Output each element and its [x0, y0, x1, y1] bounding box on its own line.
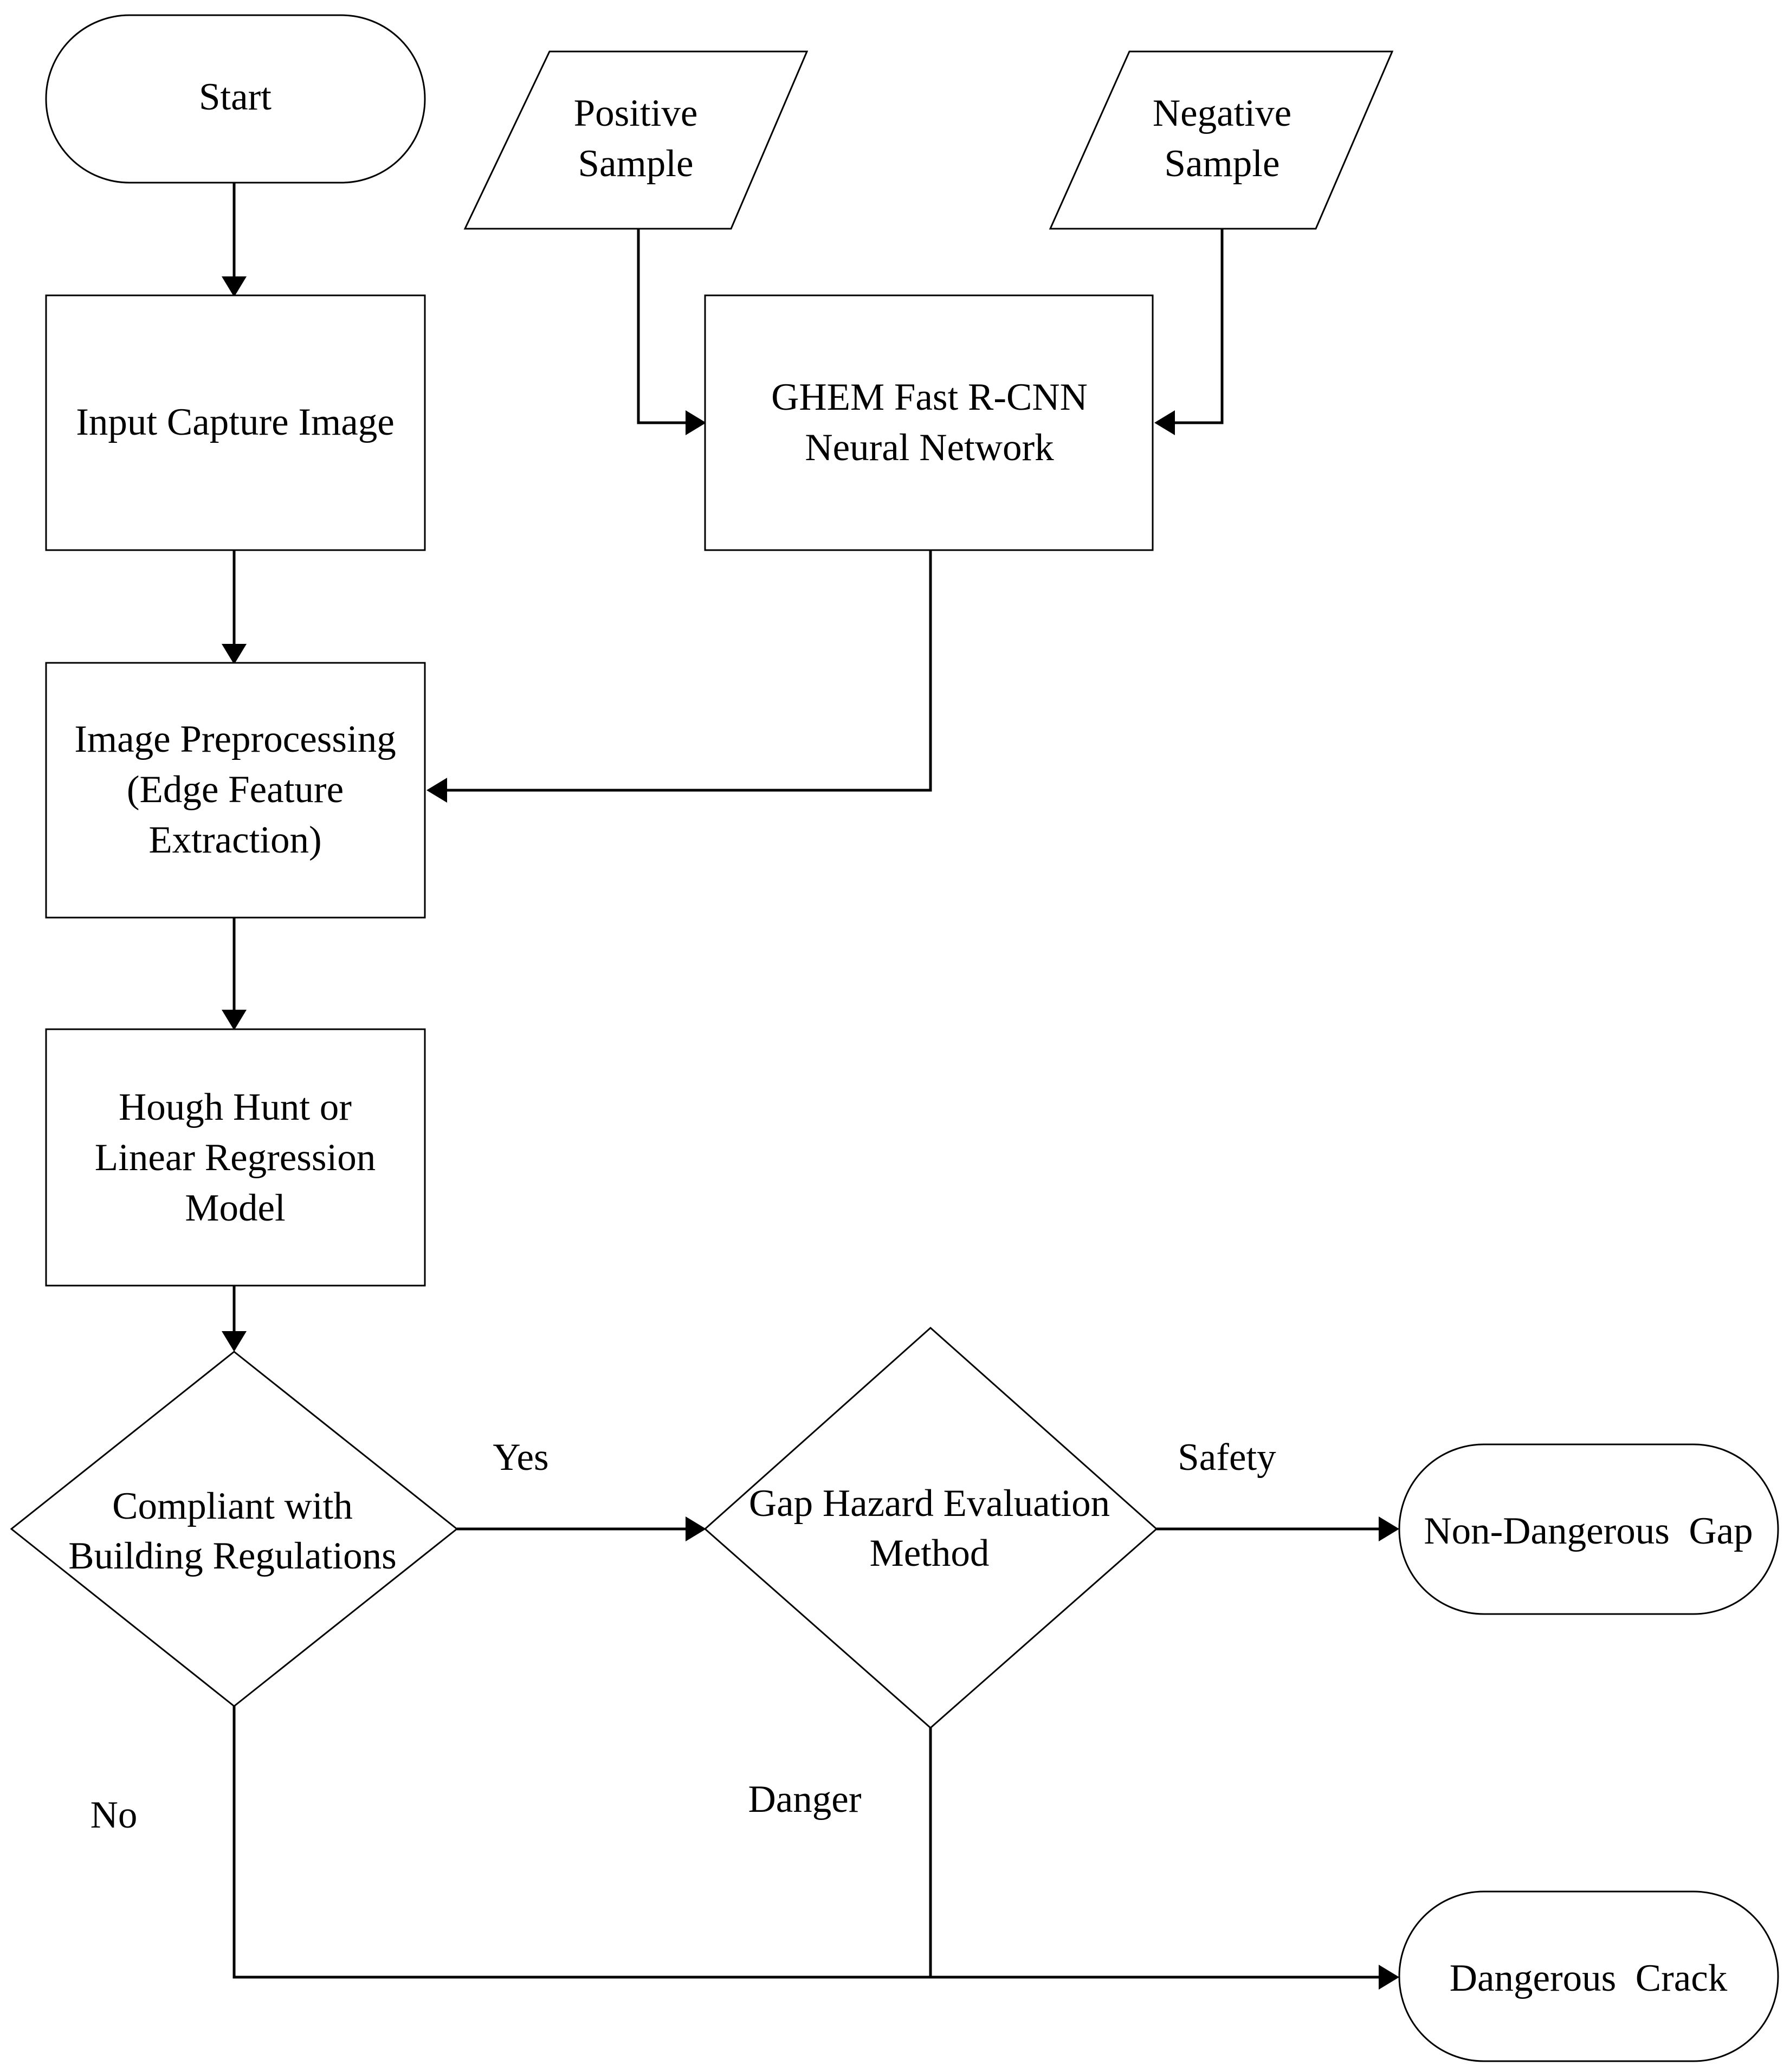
preprocessing-label-line2: (Edge Feature	[127, 769, 344, 811]
hough-label-line2: Linear Regression	[95, 1137, 376, 1179]
gap-hazard-label-line1: Gap Hazard Evaluation	[749, 1482, 1110, 1525]
arrowhead-icon	[1379, 1965, 1399, 1990]
ghem-network-process: GHEM Fast R-CNN Neural Network	[704, 294, 1154, 551]
preprocessing-label-line1: Image Preprocessing	[74, 718, 396, 760]
arrowhead-icon	[427, 778, 447, 803]
arrowhead-icon	[222, 1010, 247, 1030]
input-capture-label: Input Capture Image	[76, 401, 395, 443]
arrowhead-icon	[222, 1331, 247, 1352]
edge-ghem-to-preprocessing	[444, 550, 932, 792]
negative-sample-input: Negative Sample	[1049, 50, 1394, 230]
ghem-label-line2: Neural Network	[805, 427, 1054, 469]
compliant-label-line1: Compliant with	[112, 1485, 353, 1527]
hough-process: Hough Hunt or Linear Regression Model	[45, 1028, 426, 1287]
gap-hazard-decision: Gap Hazard Evaluation Method	[703, 1326, 1158, 1729]
arrowhead-icon	[686, 410, 706, 435]
edge-compliant-no	[232, 1706, 1381, 1979]
hough-label-line3: Model	[185, 1187, 285, 1229]
ghem-label-line1: GHEM Fast R-CNN	[771, 376, 1088, 418]
start-label: Start	[199, 76, 272, 118]
edge-negative-to-ghem	[1172, 229, 1224, 424]
positive-sample-label-line2: Sample	[578, 143, 694, 185]
compliant-label-line2: Building Regulations	[68, 1535, 396, 1577]
no-label: No	[91, 1794, 138, 1836]
start-terminator: Start	[45, 14, 426, 184]
edge-labels: Yes No Safety Danger	[91, 1436, 1277, 1836]
edge-positive-to-ghem	[637, 229, 688, 424]
negative-sample-label-line2: Sample	[1165, 143, 1280, 185]
gap-hazard-label-line2: Method	[870, 1532, 990, 1574]
arrowhead-icon	[1379, 1516, 1399, 1541]
input-capture-process: Input Capture Image	[45, 294, 426, 551]
compliant-decision: Compliant with Building Regulations	[10, 1351, 458, 1707]
negative-sample-label-line1: Negative	[1153, 92, 1291, 134]
non-dangerous-label: Non-Dangerous Gap	[1424, 1510, 1753, 1552]
positive-sample-input: Positive Sample	[463, 50, 809, 230]
danger-label: Danger	[748, 1778, 862, 1821]
positive-sample-label-line1: Positive	[574, 92, 698, 134]
safety-label: Safety	[1178, 1436, 1276, 1479]
preprocessing-process: Image Preprocessing (Edge Feature Extrac…	[45, 662, 426, 919]
connectors	[222, 183, 1399, 1990]
arrowhead-icon	[222, 644, 247, 664]
dangerous-label: Dangerous Crack	[1450, 1957, 1728, 1999]
arrowhead-icon	[686, 1516, 706, 1541]
hough-label-line1: Hough Hunt or	[119, 1086, 352, 1128]
preprocessing-label-line3: Extraction)	[148, 819, 321, 861]
arrowhead-icon	[1154, 410, 1175, 435]
yes-label: Yes	[493, 1436, 548, 1479]
arrowhead-icon	[222, 276, 247, 297]
non-dangerous-terminator: Non-Dangerous Gap	[1398, 1443, 1779, 1615]
dangerous-terminator: Dangerous Crack	[1398, 1890, 1779, 2062]
